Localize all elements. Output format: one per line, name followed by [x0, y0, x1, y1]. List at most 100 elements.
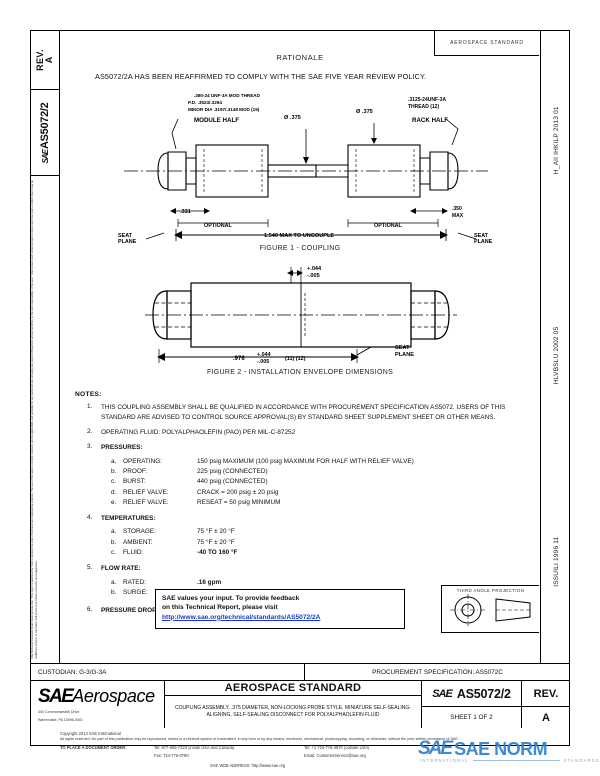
temperature-letter: a.: [111, 528, 117, 536]
flow-rate-letter: b.: [111, 588, 117, 596]
figure-1-coupling-drawing: .380-24 UNF-3A MOD THREAD P.D. .3523/.32…: [116, 89, 496, 244]
pressure-value: 225 psig (CONNECTED): [197, 468, 268, 476]
fig1-dim-350-max: MAX: [452, 213, 464, 219]
order-tel-intl: Tel: +1 724-776-4970 (outside USA): [304, 745, 370, 751]
note-item-1: 1. THIS COUPLING ASSEMBLY SHALL BE QUALI…: [75, 403, 535, 423]
aerospace-wordmark: Aerospace: [72, 686, 155, 707]
temperatures-list: a. STORAGE: 75 °F ± 20 °F b. AMBIENT: 75…: [101, 527, 535, 558]
rationale-body: AS5072/2A HAS BEEN REAFFIRMED TO COMPLY …: [95, 72, 427, 81]
pressure-row: e. RELIEF VALVE: RESEAT = 50 psig MINIMU…: [101, 498, 535, 508]
sae-address-line-2: Warrendale, PA 15096-0001: [38, 717, 83, 722]
web-address-url: http://www.sae.org: [251, 762, 286, 768]
note-text: OPERATING FLUID: POLYALPHAOLEFIN (PAO) P…: [101, 428, 296, 436]
temperature-letter: c.: [111, 549, 116, 557]
order-email: Email: CustomerService@sae.org: [304, 753, 366, 759]
fig1-seat-plane-right-1: SEAT: [474, 233, 489, 239]
note-text: TEMPERATURES:: [101, 514, 156, 522]
note-number: 5.: [87, 563, 93, 571]
figure-2-envelope-drawing: +.044 -.005 .976 +.044 -.005 (11) (12) S…: [141, 263, 461, 368]
temperature-value: 75 °F ± 20 °F: [197, 528, 235, 536]
fig1-seat-plane-right-2: PLANE: [474, 239, 493, 244]
note-number: 1.: [87, 403, 93, 410]
fig1-module-half: MODULE HALF: [194, 117, 239, 124]
title-block-number-cell: SAE AS5072/2 SHEET 1 OF 2: [422, 681, 522, 728]
revision-mark-2: HLVBSLU 2002 05: [552, 326, 560, 385]
pressure-row: b. PROOF: 225 psig (CONNECTED): [101, 467, 535, 477]
note-item-3: 3. PRESSURES: a. OPERATING: 150 psig MAX…: [75, 443, 535, 509]
side-disclaimer-text: SAE Technical Standards Board Rules prov…: [31, 180, 39, 659]
note-text: PRESSURES:: [101, 443, 143, 451]
temperature-letter: b.: [111, 538, 117, 546]
pressure-value: 440 psig (CONNECTED): [197, 478, 268, 486]
procurement-spec-label: PROCUREMENT SPECIFICATION: AS5072C: [372, 668, 503, 676]
fig1-dim-350: .350: [452, 206, 462, 212]
revision-marks-strip: ISSUILI 1996 11 HLVBSLU 2002 05 H_AII IH…: [540, 30, 570, 663]
rev-header: REV.: [522, 681, 570, 707]
fig1-thread-spec-3: MINOR DIA .3197/.3148 MOD (15): [188, 107, 260, 112]
sheet-label: SHEET 1 OF 2: [450, 714, 493, 721]
title-block-rev-cell: REV. A: [522, 681, 570, 728]
figure-1-caption: FIGURE 1 - COUPLING: [259, 245, 341, 252]
copyright-text: Copyright 2013 SAE International: [60, 731, 121, 736]
pressure-key: BURST:: [123, 478, 146, 486]
standard-description: COUPLING ASSEMBLY, .375 DIAMETER, NON-LO…: [175, 704, 411, 719]
pressure-letter: a.: [111, 457, 117, 465]
note-text: FLOW RATE:: [101, 564, 141, 572]
note-text: THIS COUPLING ASSEMBLY SHALL BE QUALIFIE…: [101, 404, 506, 421]
document-footer: Copyright 2013 SAE International All rig…: [60, 731, 580, 769]
fig1-rack-half: RACK HALF: [412, 117, 448, 124]
fig1-thread-spec-2: P.D. .3523/.3294: [188, 100, 222, 105]
third-angle-projection-label: THIRD ANGLE PROJECTION: [456, 588, 525, 593]
fig2-seat-plane-1: SEAT: [395, 345, 410, 351]
temperature-key: AMBIENT:: [123, 538, 153, 546]
pressure-letter: d.: [111, 488, 117, 496]
pressure-value: 150 psig MAXIMUM (100 psig MAXIMUM FOR H…: [197, 457, 414, 465]
custodian-label: CUSTODIAN: G-3/G-3A: [30, 664, 305, 680]
web-address-row: SAE WEB ADDRESS: http://www.sae.org: [60, 763, 580, 769]
fig1-rack-thread-1: .3125-24UNF-3A: [408, 97, 446, 103]
drawing-frame: [30, 30, 570, 746]
fig2-tol-minus: -.005: [307, 273, 320, 279]
main-content: RATIONALE AS5072/2A HAS BEEN REAFFIRMED …: [61, 31, 539, 663]
sae-logo-mini: SAE: [40, 150, 50, 164]
order-label: TO PLACE A DOCUMENT ORDER:: [60, 745, 127, 751]
temperature-row: a. STORAGE: 75 °F ± 20 °F: [101, 527, 535, 537]
order-row-1: TO PLACE A DOCUMENT ORDER: Tel: 877-606-…: [60, 745, 580, 751]
temperature-value: 75 °F ± 20 °F: [197, 538, 235, 546]
feedback-link[interactable]: http://www.sae.org/technical/standards/A…: [162, 613, 321, 621]
side-disclaimer-strip: SAE Technical Standards Board Rules prov…: [30, 176, 60, 663]
flow-rate-key: RATED:: [123, 578, 146, 586]
fig1-seat-plane-left-1: SEAT: [118, 233, 133, 239]
pressure-letter: c.: [111, 478, 116, 486]
temperature-value: -40 TO 160 °F: [197, 549, 238, 557]
fig1-dia-375-mid: Ø .375: [284, 115, 301, 121]
sae-wordmark: SAE: [38, 686, 74, 708]
order-tel-us: Tel: 877-606-7323 (inside USA and Canada…: [154, 745, 235, 751]
flow-rate-key: SURGE:: [123, 588, 148, 596]
rev-corner-value: A: [44, 56, 54, 64]
order-fax: Fax: 724-776-0790: [154, 753, 189, 759]
rev-corner-box: REV. A: [30, 30, 60, 90]
temperature-row: c. FLUID: -40 TO 160 °F: [101, 548, 535, 558]
feedback-line-1: SAE values your input. To provide feedba…: [162, 595, 300, 602]
top-right-standard-box: AEROSPACE STANDARD: [434, 31, 539, 56]
rationale-title: RATIONALE: [276, 53, 324, 62]
pressure-value: CRACK = 200 psig ± 20 psig: [197, 488, 279, 496]
revision-mark-3: H_AII IHKILP 2013 01: [552, 106, 560, 175]
pressure-row: c. BURST: 440 psig (CONNECTED): [101, 477, 535, 487]
fig1-rack-thread-2: THREAD (12): [408, 104, 439, 110]
title-block-description-cell: AEROSPACE STANDARD COUPLING ASSEMBLY, .3…: [165, 681, 422, 728]
pressure-value: RESEAT = 50 psig MINIMUM: [197, 499, 281, 507]
fig1-dim-331: .331: [180, 209, 191, 215]
fig1-dia-375-right: Ø .375: [356, 109, 373, 115]
flow-rate-letter: a.: [111, 578, 117, 586]
title-block: SAE Aerospace 400 Commonwealth Drive War…: [30, 681, 570, 728]
title-block-logo-cell: SAE Aerospace 400 Commonwealth Drive War…: [30, 681, 165, 728]
sae-wordmark-small: SAE: [432, 687, 453, 700]
notes-header: NOTES:: [75, 391, 102, 398]
feedback-callout: SAE values your input. To provide feedba…: [155, 589, 405, 629]
pressure-key: RELIEF VALVE:: [123, 488, 169, 496]
sae-address-line-1: 400 Commonwealth Drive: [38, 710, 80, 715]
temperature-row: b. AMBIENT: 75 °F ± 20 °F: [101, 538, 535, 548]
fig2-seat-plane-2: PLANE: [395, 352, 414, 358]
